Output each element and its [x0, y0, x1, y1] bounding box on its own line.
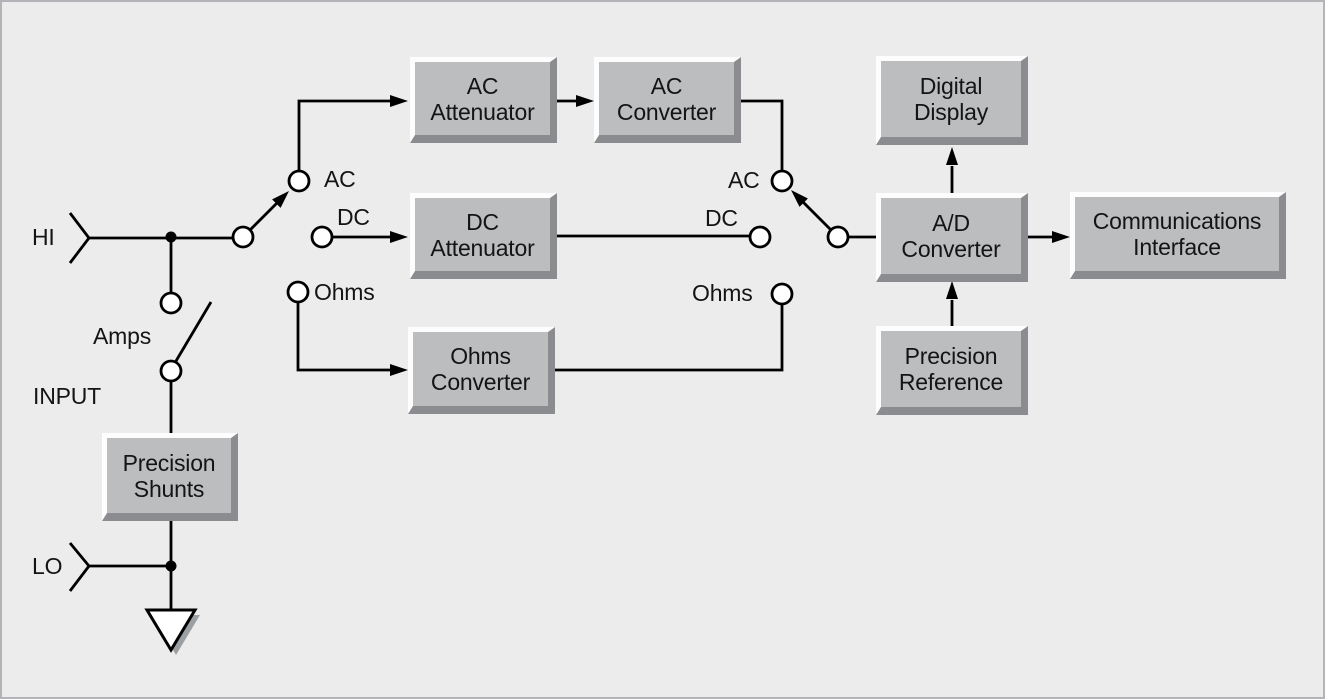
ac-right-contact: [770, 169, 794, 193]
block-ohms-converter: Ohms Converter: [408, 327, 555, 414]
input-label: INPUT: [33, 383, 102, 409]
block-ad-converter: A/D Converter: [876, 193, 1028, 282]
block-label-line: DC: [466, 208, 499, 235]
ac-contact-to-attenuator-wire: [297, 99, 390, 170]
block-label-line: Communications: [1092, 208, 1262, 234]
hi-junction-dot: [165, 231, 177, 243]
arrowhead-into-ohms-converter: [390, 364, 408, 376]
block-label-line: Shunts: [133, 475, 205, 502]
right-selector-blade: [801, 200, 832, 231]
hi-label: HI: [32, 224, 55, 250]
left-selector-blade: [249, 202, 278, 231]
arrowhead-into-digital-display: [946, 147, 958, 165]
ac-converter-to-contact-wire: [741, 99, 784, 170]
ohms-converter-to-contact-wire: [555, 305, 784, 372]
block-ac-attenuator: AC Attenuator: [410, 57, 557, 143]
ohms-contact-to-converter-wire: [296, 303, 390, 372]
amps-switch-top-contact: [159, 291, 183, 315]
block-label-line: Attenuator: [430, 234, 535, 261]
dc-right-contact: [748, 225, 772, 249]
arrowhead-into-comms-interface: [1052, 231, 1070, 243]
block-label-line: Display: [913, 99, 988, 125]
ohms-right-label: Ohms: [692, 280, 753, 306]
ohms-left-label: Ohms: [314, 279, 375, 305]
dc-right-label: DC: [705, 205, 738, 231]
arrowhead-into-ac-converter: [576, 95, 594, 107]
ground-icon-triangle: [144, 608, 198, 653]
block-precision-shunts: Precision Shunts: [102, 433, 238, 521]
amps-switch-blade: [174, 301, 213, 362]
arrowhead-into-ac-attenuator: [390, 95, 408, 107]
ohms-right-contact: [770, 282, 794, 306]
block-label-line: Interface: [1133, 234, 1221, 260]
lo-terminal-icon: [68, 542, 91, 592]
arrowhead-into-ad-converter: [946, 281, 958, 299]
lo-label: LO: [32, 553, 63, 579]
dc-left-label: DC: [337, 204, 370, 230]
ac-left-label: AC: [324, 166, 356, 192]
block-label-line: A/D: [932, 210, 970, 236]
block-label-line: Converter: [430, 369, 531, 395]
block-label-line: Reference: [898, 369, 1004, 395]
block-label-line: Attenuator: [430, 98, 535, 125]
ac-right-label: AC: [728, 167, 760, 193]
arrowhead-right-selector: [791, 190, 808, 207]
block-digital-display: Digital Display: [876, 56, 1028, 145]
block-communications-interface: Communications Interface: [1070, 192, 1286, 279]
ground-icon: [144, 608, 200, 655]
block-label-line: Converter: [616, 98, 717, 125]
block-ac-converter: AC Converter: [594, 57, 741, 143]
arrowhead-left-selector: [272, 191, 289, 208]
amps-label: Amps: [93, 323, 151, 349]
block-dc-attenuator: DC Attenuator: [410, 193, 557, 279]
block-label-line: Digital: [919, 73, 983, 99]
right-selector-wiper-contact: [826, 225, 850, 249]
block-label-line: Precision: [904, 343, 998, 369]
block-label-line: Precision: [122, 449, 216, 476]
block-label-line: Converter: [901, 236, 1001, 262]
ac-left-contact: [287, 169, 311, 193]
ohms-left-contact: [286, 280, 310, 304]
amps-switch-bottom-contact: [159, 359, 183, 383]
block-label-line: AC: [650, 72, 683, 99]
block-label-line: AC: [466, 72, 499, 99]
arrowhead-into-dc-attenuator: [390, 231, 408, 243]
block-precision-reference: Precision Reference: [876, 326, 1028, 415]
left-selector-wiper-contact: [231, 225, 255, 249]
hi-terminal-icon: [68, 212, 91, 264]
lo-junction-dot: [165, 560, 177, 572]
dc-left-contact: [310, 225, 334, 249]
block-label-line: Ohms: [450, 343, 511, 369]
